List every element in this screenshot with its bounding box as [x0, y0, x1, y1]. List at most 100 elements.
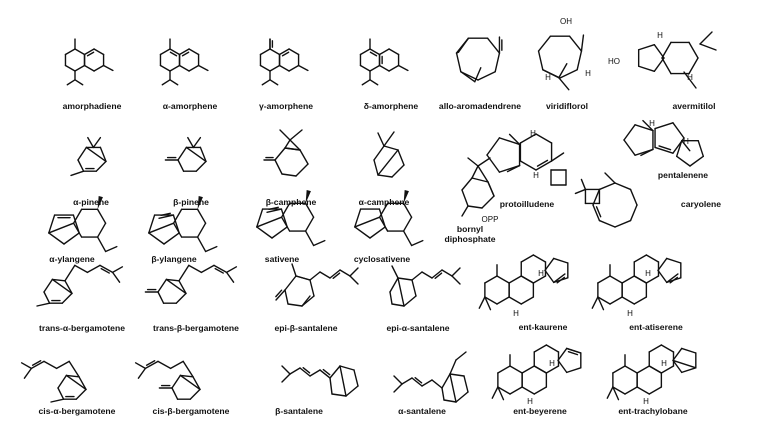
bond — [31, 360, 42, 366]
bond — [509, 365, 523, 374]
structure-pinene — [164, 136, 207, 172]
bond — [388, 64, 400, 72]
bond — [369, 51, 378, 57]
bond — [597, 275, 611, 284]
bond — [559, 69, 578, 79]
bond — [187, 136, 195, 149]
bond — [378, 202, 389, 218]
bond — [96, 208, 107, 224]
bond — [384, 226, 389, 232]
bond — [65, 374, 80, 378]
bond — [494, 52, 501, 73]
compound-label-cis-bergamotene: cis-α-bergamotene — [39, 406, 116, 416]
bond — [484, 296, 498, 305]
bond — [197, 64, 209, 72]
label-part: -aromadendrene — [454, 101, 522, 111]
bond — [369, 48, 381, 56]
atom-label: H — [661, 359, 667, 368]
bond — [697, 139, 705, 158]
bond — [606, 386, 614, 399]
bond — [477, 71, 496, 81]
bond — [289, 129, 303, 141]
bond — [280, 202, 291, 218]
structure-amorphene — [359, 38, 409, 86]
bond — [414, 377, 423, 384]
bond — [378, 48, 390, 56]
bond — [43, 291, 51, 304]
bond — [75, 388, 87, 400]
bond — [640, 148, 654, 157]
bond — [43, 360, 58, 370]
bond — [331, 393, 347, 397]
bond — [410, 239, 424, 247]
bond — [179, 374, 201, 391]
bond — [496, 275, 510, 284]
bond — [566, 367, 582, 374]
bond — [580, 178, 587, 191]
bond — [455, 391, 469, 403]
bond — [467, 157, 479, 167]
label-part: -α-bergamotene — [60, 323, 125, 333]
atom-label: H — [533, 171, 539, 180]
bond — [636, 386, 650, 395]
bond — [159, 48, 171, 56]
bond — [553, 273, 566, 284]
bond — [645, 254, 660, 263]
bond — [688, 41, 699, 59]
bond — [451, 267, 461, 277]
structure-cis-bergamotene — [134, 360, 201, 400]
bond — [302, 367, 311, 374]
bond — [431, 379, 443, 389]
bond — [169, 79, 179, 86]
bond — [289, 367, 301, 375]
bond — [275, 289, 283, 298]
label-part: β-pinene — [173, 197, 209, 207]
bond — [621, 275, 635, 284]
bond — [178, 280, 187, 295]
bond — [393, 375, 403, 385]
label-part: cyclosativene — [354, 254, 411, 264]
bond — [449, 373, 457, 403]
bond — [443, 399, 457, 403]
bond — [612, 386, 626, 395]
bond — [189, 388, 201, 400]
bond — [397, 277, 413, 281]
bond — [100, 267, 110, 274]
structure-ylangene — [148, 196, 218, 253]
compound-label-pentalenene: pentalenene — [658, 170, 708, 180]
bond — [689, 155, 705, 167]
bond — [281, 173, 297, 177]
bond — [312, 239, 326, 247]
bond — [377, 132, 385, 147]
bond — [455, 351, 467, 361]
bond — [391, 265, 399, 279]
bond — [169, 51, 178, 57]
compound-label-ent-trachylobane: ent-trachylobane — [618, 406, 687, 416]
bond — [178, 64, 190, 72]
structure-cyclosativene — [354, 190, 424, 247]
bond — [471, 177, 489, 183]
bond — [269, 79, 279, 86]
bond — [304, 230, 315, 247]
bond — [383, 131, 395, 147]
bond — [612, 365, 626, 374]
bond — [281, 365, 291, 375]
bond — [461, 205, 469, 217]
bond — [51, 278, 66, 282]
atom-label: H — [530, 129, 536, 138]
bond — [281, 51, 290, 57]
bond — [196, 222, 207, 238]
bond — [672, 347, 683, 362]
bond — [171, 374, 182, 389]
bond — [295, 275, 311, 281]
bond — [92, 136, 102, 149]
label-part: -α-santalene — [399, 323, 450, 333]
structure-amorphene — [159, 38, 209, 86]
bond — [521, 386, 535, 395]
bond — [51, 278, 73, 295]
compound-label-epi-santalene: epi-β-santalene — [274, 323, 337, 333]
bond — [497, 386, 511, 395]
